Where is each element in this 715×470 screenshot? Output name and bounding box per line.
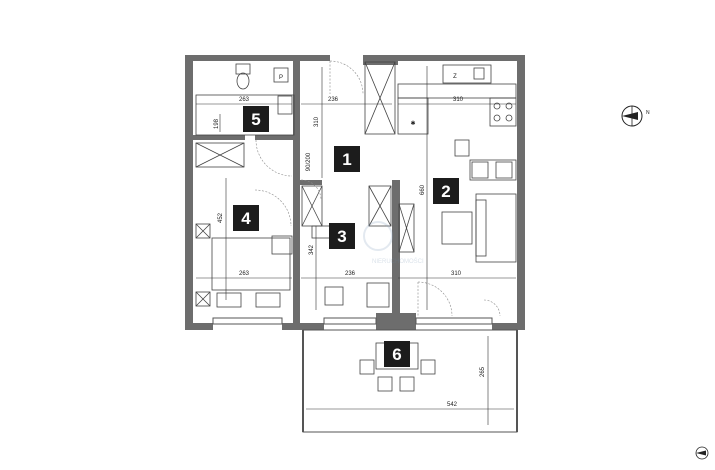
toilet-tank (235, 63, 251, 75)
toilet-bowl (236, 72, 250, 90)
dim-terrace-width: 542 (447, 402, 458, 408)
watermark-text: NIERUCHOMOŚCI (372, 257, 424, 265)
dim-bedroom-height: 452 (218, 212, 224, 223)
room-1-label: 1 (342, 150, 351, 169)
dim-living-height: 660 (420, 184, 426, 195)
windows (212, 317, 493, 325)
terrace (302, 329, 518, 433)
dim-bath-height: 198 (214, 118, 220, 129)
room-3-label: 3 (337, 227, 346, 246)
room-6-badge (384, 341, 410, 367)
bathroom-fixtures (195, 63, 295, 136)
wardrobe-kitchen (397, 97, 429, 135)
watermark: NIERUCHOMOŚCI (363, 221, 424, 265)
inner-walls (193, 55, 400, 323)
room-4-label: 4 (241, 209, 251, 228)
star-glyph: ✱ (410, 120, 415, 127)
dimension-labels: 263 198 236 310 310 660 452 263 342 236 … (214, 97, 486, 408)
room-5-label: 5 (251, 110, 260, 129)
armchair (441, 211, 473, 245)
washer-box (273, 67, 289, 83)
dim-room3-width: 236 (345, 271, 356, 277)
sink (277, 95, 293, 115)
dim-living-width: 310 (451, 271, 462, 277)
room-5-badge (243, 106, 269, 132)
dim-kitchen-width: 310 (453, 97, 464, 103)
dim-terrace-height: 265 (480, 366, 486, 377)
compass-letter: N (646, 110, 650, 116)
stove (489, 97, 517, 127)
dim-bath-width: 263 (239, 97, 250, 103)
room-2-badge (433, 178, 459, 204)
kitchen-counter (397, 83, 517, 99)
fridge-unit (442, 64, 492, 84)
hall-wardrobes (195, 61, 415, 307)
sofa (475, 193, 517, 263)
dining-table (469, 159, 517, 181)
room-6-label: 6 (392, 345, 401, 364)
dim-hall-height: 310 (314, 116, 320, 127)
bedroom-bed (211, 235, 293, 308)
kitchen-fixtures (397, 64, 517, 135)
room-2-label: 2 (441, 182, 450, 201)
bathtub (195, 94, 295, 136)
dimension-lines (196, 66, 516, 425)
bath-box-label: P (279, 75, 283, 81)
fridge-label: Z (453, 74, 457, 80)
room-badges: 1 2 3 4 5 6 (233, 106, 459, 367)
dim-room3-height: 342 (309, 244, 315, 255)
compass-small-icon (695, 446, 709, 460)
living-furniture (441, 139, 517, 263)
dim-hall-width: 236 (328, 97, 339, 103)
room-1-badge (334, 146, 360, 172)
room-3-badge (329, 223, 355, 249)
dim-bedroom-width: 263 (239, 271, 250, 277)
dim-door: 90/200 (306, 152, 312, 171)
room-4-badge (233, 205, 259, 231)
door-swings (254, 60, 501, 317)
outer-walls (185, 55, 525, 330)
compass-icon: N (621, 105, 650, 127)
